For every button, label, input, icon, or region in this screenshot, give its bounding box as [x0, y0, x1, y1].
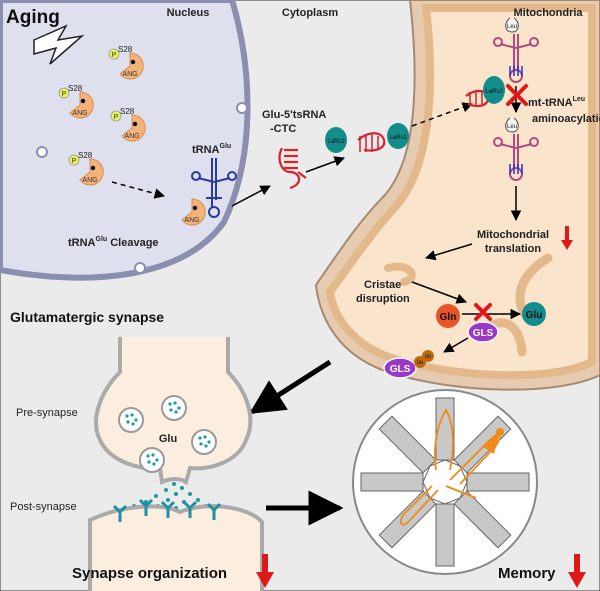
tsrna-label-2: -CTC: [270, 123, 296, 135]
down-arrow-icon: [568, 554, 586, 588]
ang-label: ANG: [122, 71, 137, 78]
vesicle-glu-label: Glu: [159, 433, 177, 445]
aminoacylation-label-2: aminoacylation: [532, 113, 600, 125]
ang-molecule: P S28 ANG: [108, 45, 144, 80]
pre-synapse-label: Pre-synapse: [16, 407, 78, 419]
lars2-label: LaRs2: [327, 139, 345, 145]
translation-label: Mitochondrial: [477, 229, 549, 241]
synaptic-vesicle: [139, 447, 165, 473]
cristae-label-2: disruption: [356, 293, 410, 305]
lars2-protein: LaRs2: [325, 127, 347, 153]
arrow: [443, 337, 469, 353]
phospho-label: P: [112, 52, 117, 59]
ang-label: ANG: [72, 110, 87, 117]
tsrna-icon: [278, 147, 307, 190]
big-arrow-to-synapse: [249, 359, 332, 415]
s28-label: S28: [68, 84, 83, 93]
nucleus: [0, 0, 251, 281]
ang-molecule: P S28 ANG: [58, 84, 94, 119]
arrow: [424, 243, 473, 261]
lars2-label: LaRs2: [485, 89, 503, 95]
s28-label: S28: [120, 107, 135, 116]
translation-label-2: translation: [485, 243, 542, 255]
arrow: [231, 185, 271, 207]
ang-label: ANG: [184, 217, 199, 224]
lars2-tsrna-complex: LaRs2: [357, 123, 409, 152]
memory-label: Memory: [498, 565, 556, 582]
post-synapse-label: Post-synapse: [10, 501, 77, 513]
lars2-label: LaRs2: [389, 135, 407, 141]
ang-molecule: P S28 ANG: [68, 151, 104, 186]
phospho-label: P: [114, 114, 119, 121]
cross-mark-icon: [506, 84, 528, 106]
ang-label: ANG: [82, 177, 97, 184]
ang-molecule: P S28 ANG: [110, 107, 146, 142]
trna-glu-icon: [191, 158, 237, 218]
tsrna-label: Glu-5'tsRNA: [262, 109, 326, 121]
arrow: [305, 156, 345, 173]
radial-arm-maze-icon: [352, 389, 538, 575]
cristae-label: Cristae: [364, 279, 401, 291]
arrow: [411, 281, 467, 304]
leu-label: Leu: [507, 24, 517, 30]
post-synapse: [88, 504, 264, 591]
mt-trna-leu-icon: Leu: [493, 17, 539, 83]
gln-molecule: Gln: [436, 304, 460, 328]
gls-label: GLS: [473, 328, 494, 339]
aging-title: Aging: [6, 7, 60, 28]
glutamate-receptors: [112, 498, 222, 522]
import-arrow: [411, 102, 473, 127]
gln-label: Gln: [440, 312, 457, 323]
synapse-organization-label: Synapse organization: [72, 565, 227, 582]
glu-label: Glu: [526, 310, 543, 321]
ub-label: Ub: [425, 354, 432, 360]
lightning-icon: [33, 24, 85, 65]
ang-label: ANG: [124, 133, 139, 140]
mitochondria-label: Mitochondria: [513, 7, 583, 19]
leu-label: Leu: [507, 124, 517, 130]
cross-mark-icon: [474, 303, 492, 321]
glu-molecule: Glu: [522, 302, 546, 326]
down-arrow-icon: [561, 226, 573, 250]
mitochondrion: [314, 0, 600, 391]
cytoplasm-label: Cytoplasm: [282, 7, 338, 19]
phospho-label: P: [72, 158, 77, 165]
phospho-label: P: [62, 91, 67, 98]
aminoacylation-label: mt-tRNALeu: [528, 96, 585, 109]
synaptic-vesicle: [118, 407, 144, 433]
s28-label: S28: [118, 45, 133, 54]
ang-molecule: ANG: [181, 198, 206, 226]
down-arrow-icon: [256, 554, 274, 588]
synaptic-vesicle: [161, 395, 187, 421]
mt-trna-leu-charged-icon: Leu: [493, 117, 539, 181]
trna-glu-label: tRNAGlu: [192, 143, 231, 156]
lars2-tsrna-complex-mito: LaRs2: [465, 76, 505, 108]
synapse-title: Glutamatergic synapse: [10, 309, 164, 325]
gls-ubiquitinated: GLS Ub Ub: [383, 350, 434, 379]
nucleus-label: Nucleus: [167, 7, 210, 19]
s28-label: S28: [78, 151, 93, 160]
gls-enzyme: GLS: [467, 321, 499, 343]
trna-cleavage-label: tRNAGlu Cleavage: [68, 236, 159, 249]
gls-label: GLS: [390, 364, 411, 375]
ub-label: Ub: [417, 360, 424, 366]
synaptic-vesicle: [191, 429, 217, 455]
